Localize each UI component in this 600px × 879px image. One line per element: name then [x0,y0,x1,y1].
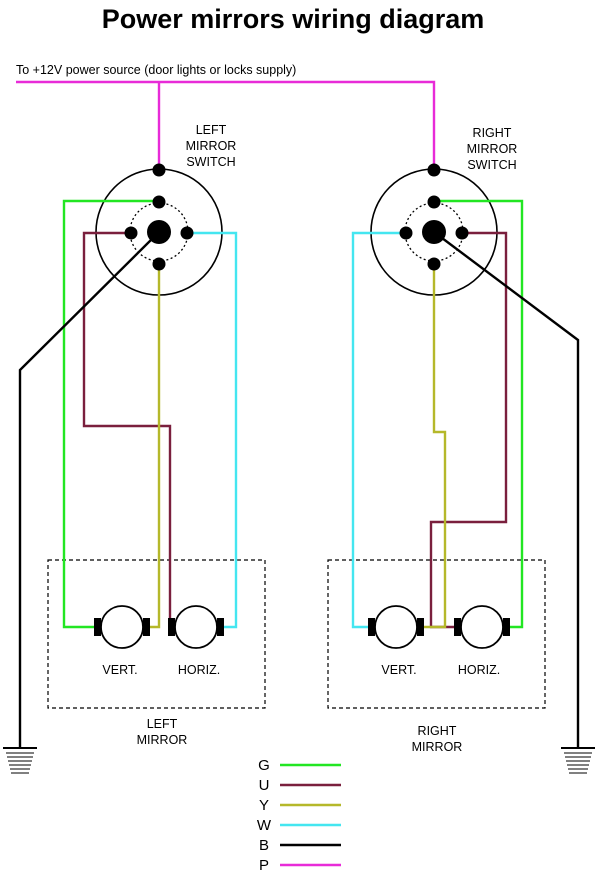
left-mirror-housing [47,559,266,709]
wire-yellow-left [150,264,161,629]
left-vert-motor [94,605,150,649]
right-switch-label-2: MIRROR [467,142,518,156]
right-switch-terminal-right [455,226,469,240]
power-source-label: To +12V power source (door lights or loc… [16,63,296,77]
right-switch-terminal-top [427,195,441,209]
wire-black-left [18,231,160,748]
diagram-title: Power mirrors wiring diagram [102,4,485,34]
wire-black-right [433,231,580,748]
right-switch-label-1: RIGHT [473,126,512,140]
right-horiz-label: HORIZ. [458,663,500,677]
wire-yellow-right [420,264,447,629]
wire-green-right [434,199,524,629]
left-switch-label-2: MIRROR [186,139,237,153]
left-switch-label-1: LEFT [196,123,227,137]
left-switch-terminal-power [152,163,166,177]
legend-code-g: G [258,757,270,774]
wire-brown-left [82,231,172,627]
right-switch-terminal-bottom [427,257,441,271]
right-ground-icon [561,747,595,774]
legend-code-b: B [259,837,269,854]
left-horiz-label: HORIZ. [178,663,220,677]
left-switch-terminal-left [124,226,138,240]
wire-pink-power [16,80,436,167]
right-horiz-motor [454,605,510,649]
right-mirror-label-1: RIGHT [418,724,457,738]
legend-code-y: Y [259,797,269,814]
wire-white-right [351,231,406,629]
wire-white-left [187,231,238,629]
legend-code-p: P [259,857,269,874]
right-switch-terminal-left [399,226,413,240]
right-switch-terminal-center [422,220,446,244]
right-vert-motor [368,605,424,649]
left-switch-terminal-right [180,226,194,240]
right-switch-terminals [399,163,469,271]
right-switch-label-3: SWITCH [467,158,516,172]
left-switch-label-3: SWITCH [186,155,235,169]
left-switch-terminal-center [147,220,171,244]
left-switch-terminals [124,163,194,271]
left-switch-terminal-top [152,195,166,209]
left-mirror-label-2: MIRROR [137,733,188,747]
left-mirror-label-1: LEFT [147,717,178,731]
left-ground-icon [3,747,37,774]
wires [16,80,580,748]
legend-code-w: W [257,817,272,834]
left-horiz-motor [168,605,224,649]
wire-green-left [62,199,159,629]
legend-code-u: U [259,777,270,794]
right-mirror-housing [327,559,546,709]
right-vert-label: VERT. [381,663,416,677]
right-mirror-label-2: MIRROR [412,740,463,754]
left-switch-terminal-bottom [152,257,166,271]
right-switch-terminal-power [427,163,441,177]
left-vert-label: VERT. [102,663,137,677]
